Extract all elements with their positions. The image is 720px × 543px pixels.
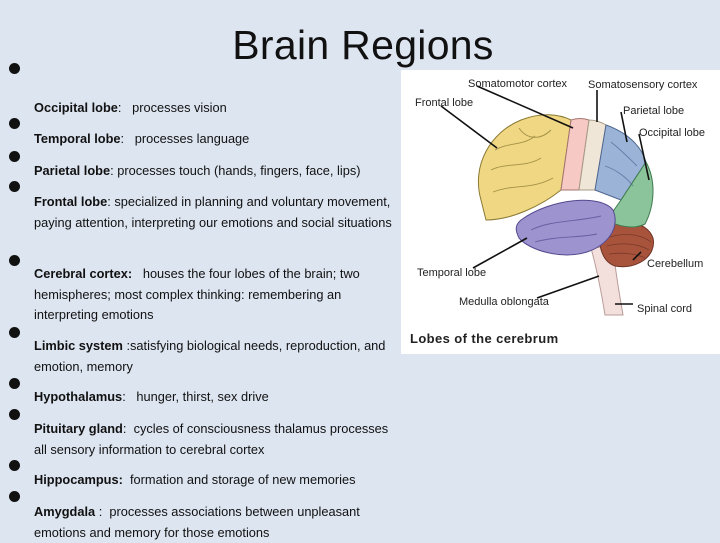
separator: : bbox=[117, 100, 133, 115]
region-description: processes touch (hands, fingers, face, l… bbox=[117, 163, 361, 178]
list-item: Frontal lobe: specialized in planning an… bbox=[34, 192, 394, 233]
region-term: Temporal lobe bbox=[34, 131, 121, 146]
region-description: processes vision bbox=[132, 100, 227, 115]
binding-ring bbox=[9, 151, 20, 162]
region-description: processes language bbox=[134, 131, 250, 146]
region-term: Pituitary gland bbox=[34, 421, 123, 436]
frontal-lobe-shape bbox=[477, 114, 572, 221]
list-item: Cerebral cortex: houses the four lobes o… bbox=[34, 264, 394, 326]
figure-caption: Lobes of the cerebrum bbox=[410, 331, 559, 346]
temporal-lobe-shape bbox=[515, 199, 616, 256]
region-term: Frontal lobe bbox=[34, 194, 108, 209]
spiral-binding bbox=[9, 0, 29, 540]
label-frontal: Frontal lobe bbox=[415, 97, 473, 109]
separator: : bbox=[110, 163, 118, 178]
region-term: Hippocampus: bbox=[34, 472, 123, 487]
label-spinal: Spinal cord bbox=[637, 303, 692, 315]
separator bbox=[132, 266, 143, 281]
separator: : bbox=[120, 131, 135, 146]
label-somatomotor: Somatomotor cortex bbox=[468, 78, 568, 90]
list-item: Pituitary gland: cycles of consciousness… bbox=[34, 419, 394, 460]
region-description: cycles of consciousness thalamus process… bbox=[34, 421, 389, 457]
separator: : bbox=[122, 389, 137, 404]
binding-ring bbox=[9, 491, 20, 502]
region-description: satisfying biological needs, reproductio… bbox=[34, 338, 386, 374]
region-term: Cerebral cortex: bbox=[34, 266, 133, 281]
label-cerebellum: Cerebellum bbox=[647, 258, 703, 270]
separator: : bbox=[122, 338, 131, 353]
binding-ring bbox=[9, 63, 20, 74]
separator: : bbox=[107, 194, 115, 209]
binding-ring bbox=[9, 327, 20, 338]
separator bbox=[123, 472, 130, 487]
region-term: Hypothalamus bbox=[34, 389, 123, 404]
list-item: Occipital lobe: processes vision bbox=[34, 98, 394, 119]
label-parietal: Parietal lobe bbox=[623, 105, 684, 117]
brain-diagram: Somatomotor cortex Somatosensory cortex … bbox=[415, 78, 705, 316]
list-item: Hippocampus: formation and storage of ne… bbox=[34, 470, 394, 491]
region-description: houses the four lobes of the brain; two … bbox=[34, 266, 360, 322]
region-term: Amygdala bbox=[34, 504, 96, 519]
region-term: Occipital lobe bbox=[34, 100, 118, 115]
binding-ring bbox=[9, 460, 20, 471]
region-description: formation and storage of new memories bbox=[130, 472, 356, 487]
label-temporal: Temporal lobe bbox=[417, 267, 486, 279]
region-description: processes associations between unpleasan… bbox=[34, 504, 360, 540]
list-item: Hypothalamus: hunger, thirst, sex drive bbox=[34, 387, 394, 408]
brain-lobes-figure: Somatomotor cortex Somatosensory cortex … bbox=[401, 70, 720, 354]
slide-title: Brain Regions bbox=[232, 22, 494, 68]
region-term: Parietal lobe bbox=[34, 163, 111, 178]
region-description: specialized in planning and voluntary mo… bbox=[34, 194, 392, 230]
list-item: Parietal lobe: processes touch (hands, f… bbox=[34, 161, 394, 182]
binding-ring bbox=[9, 181, 20, 192]
label-somatosensory: Somatosensory cortex bbox=[588, 79, 698, 91]
list-item: Temporal lobe: processes language bbox=[34, 129, 394, 150]
list-item: Limbic system :satisfying biological nee… bbox=[34, 336, 394, 377]
separator: : bbox=[122, 421, 134, 436]
region-term: Limbic system bbox=[34, 338, 123, 353]
separator: : bbox=[95, 504, 110, 519]
region-description: hunger, thirst, sex drive bbox=[136, 389, 269, 404]
label-medulla: Medulla oblongata bbox=[459, 296, 550, 308]
binding-ring bbox=[9, 118, 20, 129]
binding-ring bbox=[9, 378, 20, 389]
label-occipital: Occipital lobe bbox=[639, 127, 705, 139]
binding-ring bbox=[9, 409, 20, 420]
binding-ring bbox=[9, 255, 20, 266]
list-item: Amygdala : processes associations betwee… bbox=[34, 502, 394, 543]
